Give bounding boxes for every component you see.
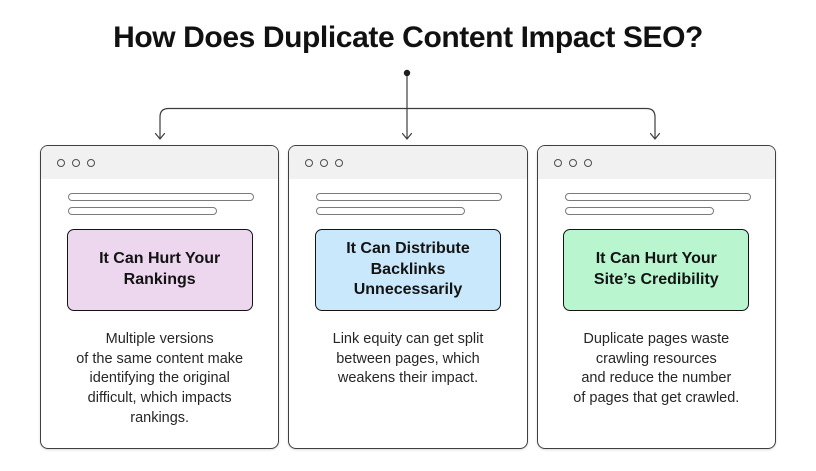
skeleton-text-line (68, 207, 217, 215)
card-description: Link equity can get split between pages,… (332, 331, 484, 387)
browser-window-bar (537, 146, 775, 179)
card-description: Multiple versions of the same content ma… (76, 331, 244, 426)
arrowhead-center-icon (401, 132, 413, 140)
card-body: It Can Distribute Backlinks Unnecessaril… (289, 193, 526, 389)
arrowhead-left-icon (154, 132, 166, 140)
window-dot-icon (335, 158, 344, 167)
card-heading: It Can Hurt Your Rankings (99, 250, 221, 288)
card-description: Duplicate pages waste crawling resources… (573, 331, 740, 407)
page-title: How Does Duplicate Content Impact SEO? (113, 21, 703, 54)
card-hurt-credibility: It Can Hurt Your Site’s Credibility Dupl… (536, 145, 776, 449)
connector-origin-dot (403, 69, 411, 77)
cards-row: It Can Hurt Your Rankings Multiple versi… (40, 145, 776, 449)
browser-window-bar (289, 146, 527, 179)
window-dot-icon (320, 158, 329, 167)
skeleton-text-line (564, 207, 714, 215)
connector-arrows (154, 69, 661, 140)
heading-box: It Can Hurt Your Rankings (66, 229, 253, 311)
card-body: It Can Hurt Your Rankings Multiple versi… (41, 193, 278, 429)
window-dot-icon (57, 158, 65, 167)
window-dot-icon (87, 158, 95, 167)
window-dot-icon (553, 158, 562, 167)
card-hurt-rankings: It Can Hurt Your Rankings Multiple versi… (40, 145, 280, 449)
window-dot-icon (568, 158, 577, 167)
window-dot-icon (72, 158, 80, 167)
heading-box: It Can Distribute Backlinks Unnecessaril… (314, 229, 501, 311)
skeleton-text-line (68, 193, 254, 201)
card-distribute-backlinks: It Can Distribute Backlinks Unnecessaril… (288, 145, 528, 449)
skeleton-text-line (316, 193, 503, 201)
arrowhead-right-icon (649, 132, 661, 140)
card-heading: It Can Hurt Your Site’s Credibility (593, 250, 719, 288)
heading-box: It Can Hurt Your Site’s Credibility (563, 229, 750, 311)
connector-bracket-line (159, 107, 656, 140)
card-heading: It Can Distribute Backlinks Unnecessaril… (346, 239, 470, 299)
browser-window-bar (41, 146, 279, 179)
skeleton-text-line (564, 193, 751, 201)
skeleton-text-line (316, 207, 466, 215)
window-dot-icon (583, 158, 592, 167)
window-dot-icon (305, 158, 314, 167)
card-body: It Can Hurt Your Site’s Credibility Dupl… (538, 193, 775, 409)
